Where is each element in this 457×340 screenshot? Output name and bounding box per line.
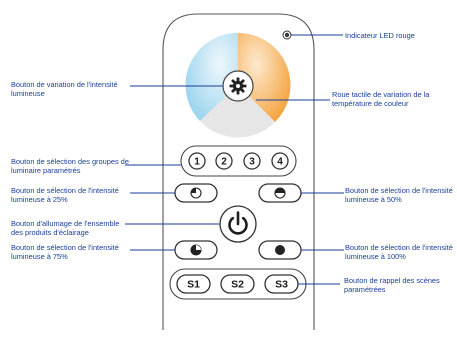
three-quarter-fill-icon — [190, 244, 202, 256]
full-fill-icon — [275, 245, 285, 255]
half-fill-icon — [274, 187, 286, 199]
label-scenes: Bouton de rappel des scènes paramétrées — [344, 276, 440, 294]
led-indicator — [282, 30, 292, 40]
quarter-fill-icon — [190, 187, 202, 199]
brightness-25-button[interactable] — [174, 183, 218, 203]
label-wheel: Roue tactile de variation de la températ… — [332, 90, 430, 108]
brightness-50-button[interactable] — [258, 183, 302, 203]
label-b50: Bouton de sélection de l'intensité lumin… — [345, 186, 453, 204]
scene-button-s1[interactable]: S1 — [176, 274, 211, 294]
dimmer-button[interactable] — [222, 70, 254, 102]
group-button-3[interactable]: 3 — [243, 152, 261, 170]
label-groups: Bouton de sélection des groupes de lumin… — [11, 157, 129, 175]
label-led: Indicateur LED rouge — [345, 31, 415, 40]
group-button-1-label: 1 — [194, 157, 200, 168]
power-button[interactable] — [219, 205, 257, 243]
group-button-4-label: 4 — [277, 157, 283, 168]
group-buttons-frame — [180, 145, 297, 177]
group-button-3-label: 3 — [249, 157, 255, 168]
scene-button-s2[interactable]: S2 — [220, 274, 255, 294]
leader-lines — [125, 34, 344, 285]
scene-button-s3-label: S3 — [275, 279, 288, 291]
label-dimmer: Bouton de variation de l'intensité lumin… — [11, 80, 118, 98]
label-b100: Bouton de sélection de l'intensité lumin… — [345, 243, 453, 261]
power-icon — [228, 211, 248, 235]
group-button-2-label: 2 — [221, 157, 227, 168]
group-button-4[interactable]: 4 — [271, 152, 289, 170]
brightness-75-button[interactable] — [174, 240, 218, 260]
scene-button-s1-label: S1 — [187, 279, 200, 291]
group-button-1[interactable]: 1 — [188, 152, 206, 170]
label-b25: Bouton de sélection de l'intensité lumin… — [11, 186, 119, 204]
scene-button-s3[interactable]: S3 — [264, 274, 299, 294]
wheel-neutral-segment[interactable] — [200, 85, 275, 138]
group-buttons: 1 2 3 4 — [180, 145, 297, 177]
gear-icon — [229, 77, 247, 95]
brightness-100-button[interactable] — [258, 240, 302, 260]
label-power: Bouton d'allumage de l'ensemble des prod… — [11, 219, 120, 237]
label-b75: Bouton de sélection de l'intensité lumin… — [11, 243, 119, 261]
scene-button-s2-label: S2 — [231, 279, 244, 291]
wheel-cool-segment[interactable] — [185, 32, 238, 121]
group-button-2[interactable]: 2 — [215, 152, 233, 170]
scene-buttons: S1 S2 S3 — [169, 268, 307, 300]
